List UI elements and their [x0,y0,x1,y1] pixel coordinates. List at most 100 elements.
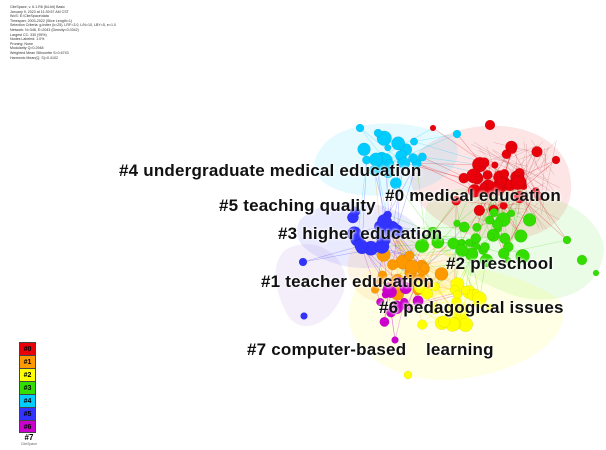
network-node[interactable] [379,316,390,327]
network-node[interactable] [472,291,487,306]
network-node[interactable] [354,238,368,253]
network-node[interactable] [479,242,490,253]
network-node[interactable] [460,310,469,319]
network-node[interactable] [375,229,389,243]
cluster-label-5[interactable]: #5 teaching quality [219,196,376,215]
network-node[interactable] [473,204,485,216]
network-node[interactable] [562,235,572,245]
network-node[interactable] [491,219,503,230]
network-node[interactable] [495,176,507,187]
network-node[interactable] [412,295,424,307]
network-node[interactable] [389,177,402,189]
network-node[interactable] [464,238,474,247]
network-node[interactable] [377,270,388,280]
network-node[interactable] [504,257,512,264]
network-node[interactable] [357,142,371,156]
network-node[interactable] [347,226,362,241]
network-node[interactable] [479,253,494,268]
network-node[interactable] [370,285,380,294]
cluster-label-0[interactable]: #0 medical education [385,186,561,205]
cluster-label-4[interactable]: #4 undergraduate medical education [119,161,422,180]
network-edge [511,149,537,192]
legend-swatch: #1 [19,355,36,368]
network-node[interactable] [515,249,530,264]
network-node[interactable] [403,303,412,313]
network-node[interactable] [478,157,490,169]
network-node[interactable] [417,319,428,330]
cluster-label-3[interactable]: #3 higher education [278,224,443,243]
cluster-label-6[interactable]: #6 pedagogical issues [379,298,564,317]
network-node[interactable] [382,284,393,296]
network-node[interactable] [576,254,588,266]
network-node[interactable] [376,297,385,307]
network-node[interactable] [451,195,461,206]
network-node[interactable] [489,208,499,218]
network-node[interactable] [355,123,365,133]
network-node[interactable] [485,215,495,225]
network-node[interactable] [531,146,543,158]
network-node[interactable] [431,235,445,249]
network-node[interactable] [350,206,361,217]
network-node[interactable] [499,201,508,210]
network-node[interactable] [507,209,516,218]
network-node[interactable] [472,222,482,232]
network-node[interactable] [405,259,420,275]
network-node[interactable] [376,278,384,286]
metadata-line: Network: N=346, E=2043 (Density=0.0342) [10,27,79,32]
network-node[interactable] [484,119,496,131]
cluster-label-2[interactable]: #2 preschool [446,254,554,273]
network-node[interactable] [514,229,528,243]
network-node[interactable] [300,312,308,320]
network-node[interactable] [410,137,419,146]
network-node[interactable] [438,315,451,328]
network-node[interactable] [384,159,395,170]
network-node[interactable] [491,161,499,169]
network-node[interactable] [420,263,430,273]
network-node[interactable] [487,232,495,240]
network-node[interactable] [430,281,440,292]
cluster-label-7[interactable]: #7 computer-based learning [247,340,494,359]
network-node[interactable] [507,144,517,154]
network-edge [523,141,526,152]
network-node[interactable] [404,250,415,261]
network-node[interactable] [458,221,470,233]
network-node[interactable] [417,152,427,162]
network-node[interactable] [534,191,544,201]
network-node[interactable] [421,287,433,300]
network-node[interactable] [447,237,460,250]
network-node[interactable] [592,269,600,277]
network-node[interactable] [482,170,493,181]
network-node[interactable] [522,213,537,227]
network-edge [519,172,568,241]
network-node[interactable] [479,182,488,190]
network-node[interactable] [499,232,511,245]
network-node[interactable] [434,267,449,281]
network-node[interactable] [497,247,510,260]
network-node[interactable] [513,190,526,204]
network-node[interactable] [393,276,404,287]
network-node[interactable] [408,153,419,164]
cluster-label-1[interactable]: #1 teacher education [261,272,435,291]
network-node[interactable] [387,259,399,271]
network-node[interactable] [298,257,308,267]
network-node[interactable] [453,290,463,299]
network-node[interactable] [368,165,380,177]
network-node[interactable] [385,307,397,318]
network-node[interactable] [455,244,469,258]
network-node[interactable] [466,168,482,184]
network-node[interactable] [486,304,494,312]
network-node[interactable] [391,336,399,344]
network-node[interactable] [398,157,411,170]
network-node[interactable] [429,302,441,315]
network-node[interactable] [391,136,406,151]
network-node[interactable] [414,238,430,253]
network-node[interactable] [510,176,525,190]
network-node[interactable] [403,370,413,380]
network-node[interactable] [373,128,383,138]
network-node[interactable] [461,285,470,295]
network-node[interactable] [429,124,437,132]
network-node[interactable] [551,155,561,165]
network-node[interactable] [399,282,412,295]
network-node[interactable] [377,214,392,229]
network-node[interactable] [452,129,462,139]
